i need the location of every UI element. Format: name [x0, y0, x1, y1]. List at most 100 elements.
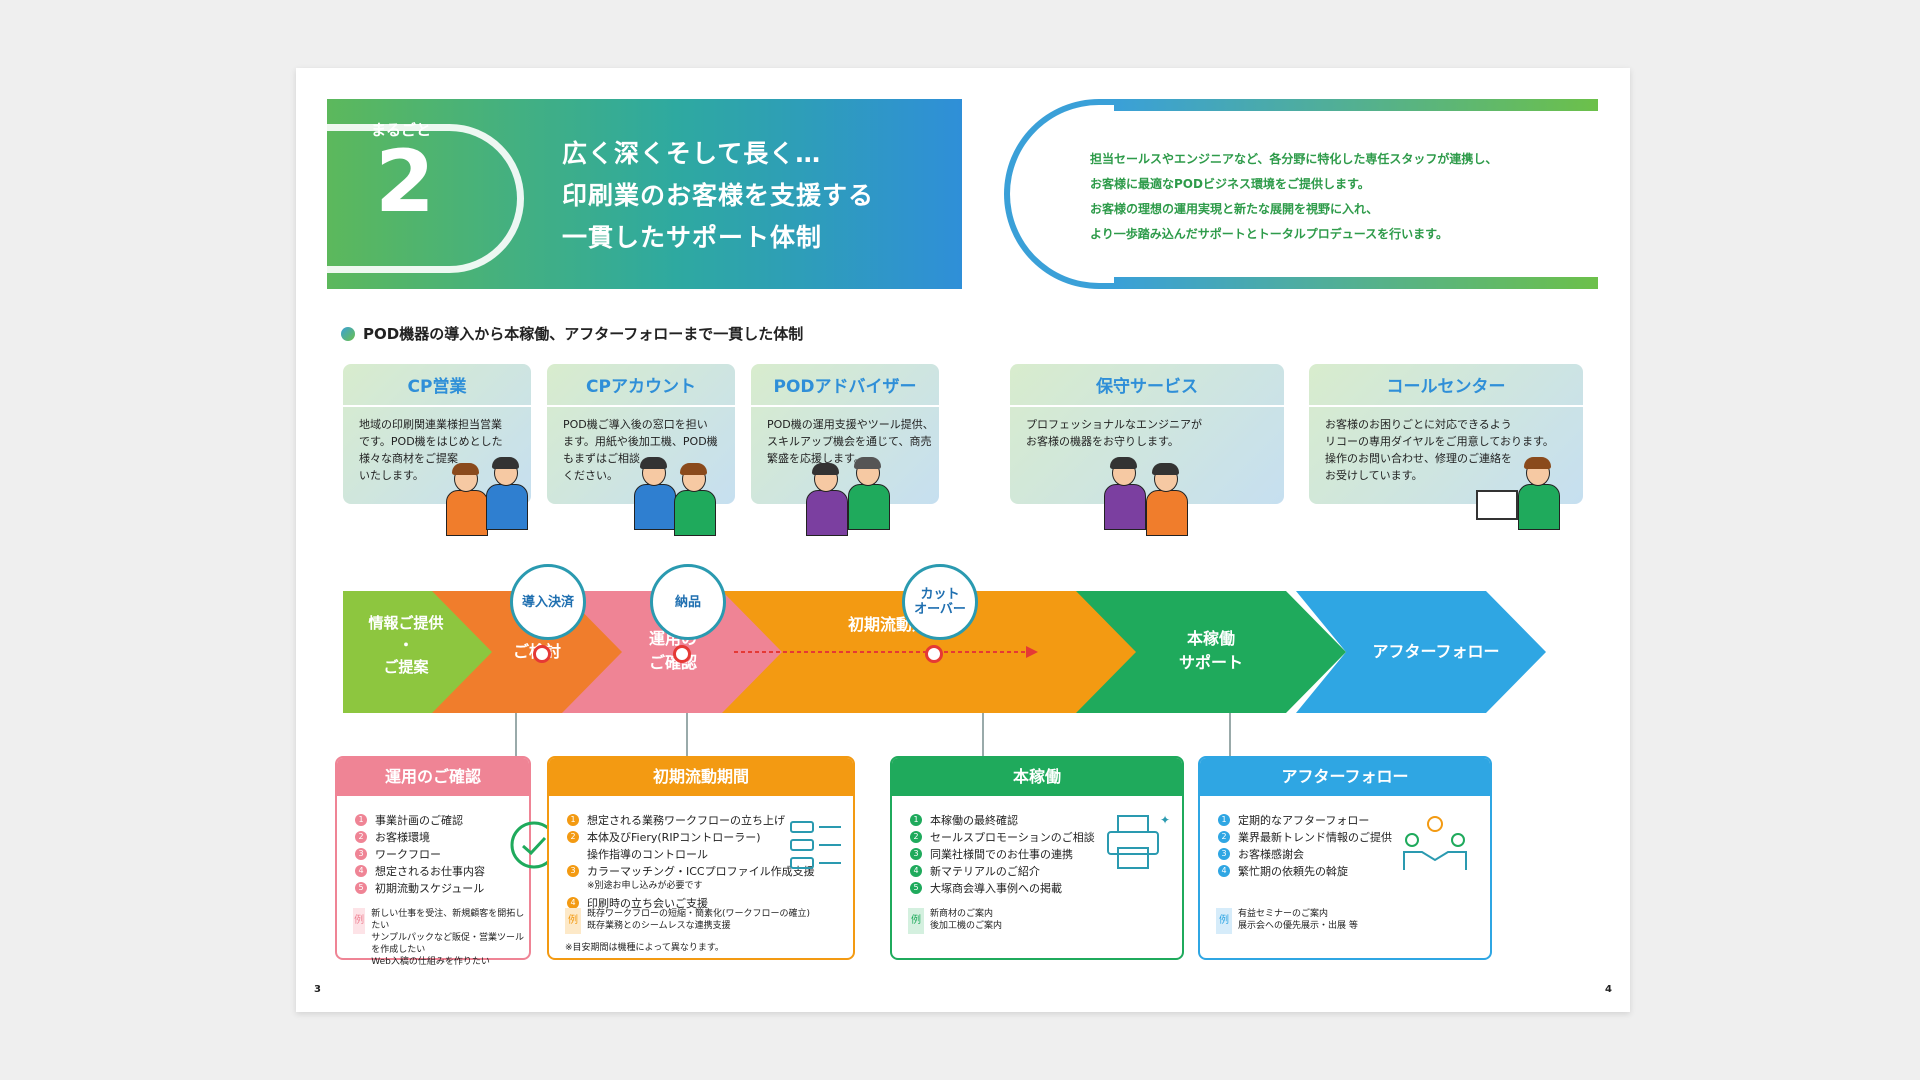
milestone-marker: [925, 645, 943, 663]
role-desc: お客様のお困りごとに対応できるよう リコーの専用ダイヤルをご用意しております。 …: [1309, 407, 1583, 484]
milestone-marker: [533, 645, 551, 663]
stage-after-follow-shape: [1296, 591, 1546, 713]
example-tag: 例: [1216, 908, 1232, 934]
role-desc-line: お客様のお困りごとに対応できるよう: [1325, 418, 1512, 431]
stage-info-label: 情報ご提供 ・ ご提案: [351, 612, 461, 678]
milestone-cutover: カット オーバー: [902, 564, 978, 640]
example-line: 後加工機のご案内: [930, 921, 1003, 931]
example-line: 既存業務とのシームレスな連携支援: [587, 921, 731, 931]
svg-text:✦: ✦: [1160, 813, 1170, 827]
page-number-left: 3: [314, 984, 321, 995]
intro-line: お客様の理想の運用実現と新たな展開を視野に入れ、: [1090, 202, 1379, 216]
role-desc: 地域の印刷関連業様担当営業 です。POD機をはじめとした 様々な商材をご提案 い…: [343, 407, 531, 484]
role-desc-line: POD機の運用支援やツール提供、: [767, 418, 934, 431]
detail-title: 本稼働: [892, 758, 1182, 796]
milestone-approval: 導入決済: [510, 564, 586, 640]
role-desc-line: リコーの専用ダイヤルをご用意しております。: [1325, 435, 1554, 448]
role-desc-line: プロフェッショナルなエンジニアが: [1026, 418, 1202, 431]
role-desc-line: お客様の機器をお守りします。: [1026, 435, 1179, 448]
role-title: コールセンター: [1386, 377, 1506, 397]
stage-after-follow-label: アフターフォロー: [1372, 642, 1500, 661]
role-desc: プロフェッショナルなエンジニアが お客様の機器をお守りします。: [1010, 407, 1284, 450]
role-card-cp-account: CPアカウント POD機ご導入後の窓口を担い ます。用紙や後加工機、POD機 も…: [547, 364, 735, 504]
role-desc-line: POD機ご導入後の窓口を担い: [563, 418, 708, 431]
example-line: 既存ワークフローの短縮・簡素化(ワークフローの確立): [587, 909, 811, 919]
milestone-delivery: 納品: [650, 564, 726, 640]
detail-title: 初期流動期間: [549, 758, 853, 796]
example-block: 例 新商材のご案内 後加工機のご案内: [908, 908, 1002, 934]
example-block: 例 新しい仕事を受注、新規顧客を開拓したい サンプルパックなど販促・営業ツールを…: [353, 908, 529, 968]
intro-panel: 担当セールスやエンジニアなど、各分野に特化した専任スタッフが連携し、 お客様に最…: [1004, 99, 1598, 289]
role-desc-line: もまずはご相談: [563, 452, 640, 465]
hero-banner: まるごと 2 広く深くそして長く… 印刷業のお客様を支援する 一貫したサポート体…: [307, 99, 962, 289]
stage-confirm-shape: [556, 591, 782, 713]
section-title-text: POD機器の導入から本稼働、アフターフォローまで一貫した体制: [363, 325, 804, 343]
example-line: 新しい仕事を受注、新規顧客を開拓したい: [371, 909, 525, 931]
role-divider: [1309, 405, 1583, 407]
example-line: 展示会への優先展示・出展 等: [1238, 921, 1358, 931]
role-desc-line: 地域の印刷関連業様担当営業: [359, 418, 502, 431]
role-desc-line: 操作のお問い合わせ、修理のご連絡を: [1325, 452, 1512, 465]
example-lines: 新商材のご案内 後加工機のご案内: [930, 908, 1002, 934]
hero-headline: 広く深くそして長く… 印刷業のお客様を支援する 一貫したサポート体制: [562, 133, 874, 259]
example-lines: 新しい仕事を受注、新規顧客を開拓したい サンプルパックなど販促・営業ツールを作成…: [371, 908, 529, 968]
role-card-maintenance: 保守サービス プロフェッショナルなエンジニアが お客様の機器をお守りします。: [1010, 364, 1284, 504]
role-desc-line: いたします。: [359, 469, 424, 482]
example-line: Web入稿の仕組みを作りたい: [371, 957, 490, 967]
example-block: 例 有益セミナーのご案内 展示会への優先展示・出展 等: [1216, 908, 1358, 934]
role-desc-line: ます。用紙や後加工機、POD機: [563, 435, 718, 448]
role-desc-line: スキルアップ機会を通じて、商売: [767, 435, 932, 448]
hero-kicker: まるごと: [371, 121, 432, 139]
role-card-pod-advisor: PODアドバイザー POD機の運用支援やツール提供、 スキルアップ機会を通じて、…: [751, 364, 939, 504]
intro-text: 担当セールスやエンジニアなど、各分野に特化した専任スタッフが連携し、 お客様に最…: [1090, 147, 1497, 247]
section-title: POD機器の導入から本稼働、アフターフォローまで一貫した体制: [341, 323, 803, 344]
example-line: 新商材のご案内: [930, 909, 994, 919]
example-line: 有益セミナーのご案内: [1238, 909, 1329, 919]
role-desc-line: お受けしています。: [1325, 469, 1423, 482]
page-number-right: 4: [1605, 984, 1612, 995]
handshake-icon: [1403, 816, 1467, 870]
detail-title: アフターフォロー: [1200, 758, 1490, 796]
role-desc-line: です。POD機をはじめとした: [359, 435, 503, 448]
example-line: サンプルパックなど販促・営業ツールを作成したい: [371, 933, 524, 955]
example-tag: 例: [908, 908, 924, 934]
intro-bottom-bar: [1114, 277, 1598, 289]
connector-line: [686, 713, 688, 756]
stage-operation-label: 本稼働 サポート: [1178, 629, 1243, 672]
arrowhead-icon: [1026, 646, 1038, 658]
connector-line: [982, 713, 984, 756]
intro-line: より一歩踏み込んだサポートとトータルプロデュースを行います。: [1090, 227, 1448, 241]
role-desc-line: 様々な商材をご提案: [359, 452, 458, 465]
intro-line: お客様に最適なPODビジネス環境をご提供します。: [1090, 177, 1370, 191]
role-divider: [1010, 405, 1284, 407]
connector-line: [515, 713, 517, 756]
role-title: CP営業: [407, 377, 467, 397]
role-divider: [343, 405, 531, 407]
bullet-dot-icon: [341, 327, 355, 341]
role-divider: [547, 405, 735, 407]
detail-title: 運用のご確認: [337, 758, 529, 796]
role-desc: POD機ご導入後の窓口を担い ます。用紙や後加工機、POD機 もまずはご相談 く…: [547, 407, 735, 484]
hero-headline-line: 一貫したサポート体制: [562, 223, 823, 252]
role-desc-line: 繁盛を応援します。: [767, 452, 865, 465]
role-title: PODアドバイザー: [773, 377, 917, 397]
example-block: 例 既存ワークフローの短縮・簡素化(ワークフローの確立) 既存業務とのシームレス…: [565, 908, 810, 934]
role-title: 保守サービス: [1096, 377, 1198, 397]
hero-arc-decoration: [307, 124, 524, 273]
